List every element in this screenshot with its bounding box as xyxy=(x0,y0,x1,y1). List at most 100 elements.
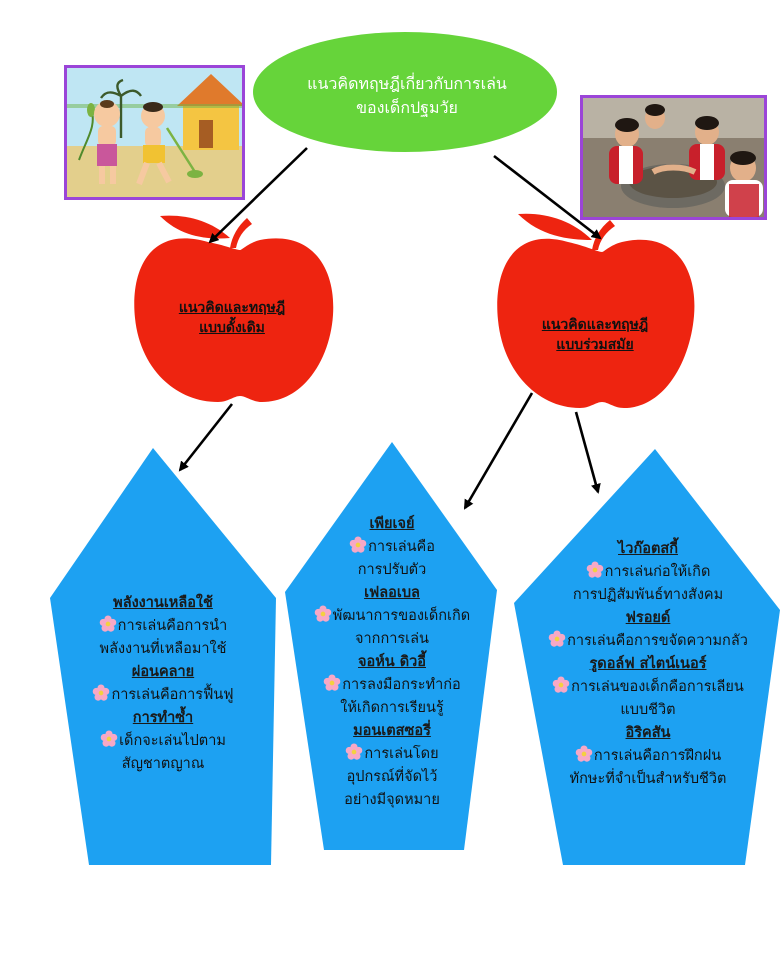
children-playing-sand-photo xyxy=(580,95,767,220)
arrow-to-left-apple xyxy=(208,147,308,244)
line-text: จากการเล่น xyxy=(355,631,429,647)
line-text: ไวก๊อตสกี้ xyxy=(618,541,678,557)
pink-flower-icon xyxy=(99,615,118,634)
pink-flower-icon xyxy=(92,684,111,703)
line-text: พลังงานเหลือใช้ xyxy=(113,595,213,611)
apple-left xyxy=(134,215,334,402)
panel-left-text: พลังงานเหลือใช้การเล่นคือการนำพลังงานที่… xyxy=(52,592,274,776)
line-text: พลังงานที่เหลือมาใช้ xyxy=(99,641,227,657)
line-text: เพียเจย์ xyxy=(369,516,415,532)
pink-flower-icon xyxy=(575,745,594,764)
pink-flower-icon xyxy=(314,605,333,624)
line-text: การเล่นคือการขจัดความกลัว xyxy=(567,633,748,649)
pink-flower-icon xyxy=(349,536,368,555)
theorist-heading: การทำซ้ำ xyxy=(52,707,274,730)
apple-left-label-line-2: แบบดั้งเดิม xyxy=(199,320,265,336)
arrow-to-left-panel xyxy=(178,403,234,472)
line-text: แบบชีวิต xyxy=(620,702,676,718)
theorist-heading: รูดอล์ฟ สไตน์เนอร์ xyxy=(520,653,776,676)
line-text: อุปกรณ์ที่จัดไว้ xyxy=(346,769,438,785)
pink-flower-icon xyxy=(100,730,119,749)
line-text: การเล่นคือการฟื้นฟู xyxy=(111,687,234,703)
pink-flower-icon xyxy=(552,676,571,695)
line-text: การทำซ้ำ xyxy=(132,710,194,726)
panel-right-text: ไวก๊อตสกี้การเล่นก่อให้เกิดการปฏิสัมพันธ… xyxy=(520,538,776,791)
line-text: อิริคสัน xyxy=(625,725,671,741)
cartoon-illustration xyxy=(67,68,242,197)
theorist-heading: เพียเจย์ xyxy=(289,513,495,536)
line-text: มอนเตสซอรี่ xyxy=(353,723,431,739)
line-text: การปรับตัว xyxy=(357,562,427,578)
apple-left-label: แนวคิดและทฤษฎี แบบดั้งเดิม xyxy=(142,298,322,338)
description-line: การเล่นคือการฝึกฝน xyxy=(520,745,776,768)
description-line: พัฒนาการของเด็กเกิด xyxy=(289,605,495,628)
center-oval xyxy=(253,32,557,152)
center-title-line-2: ของเด็กปฐมวัย xyxy=(356,98,458,117)
line-text: จอห์น ดิวอี้ xyxy=(358,654,426,670)
line-text: สัญชาตญาณ xyxy=(121,756,205,772)
description-line: การปฏิสัมพันธ์ทางสังคม xyxy=(520,584,776,607)
pink-flower-icon xyxy=(345,743,364,762)
pink-flower-icon xyxy=(548,630,567,649)
theorist-heading: เฟลอเบล xyxy=(289,582,495,605)
children-photo-illustration xyxy=(583,98,764,217)
theorist-heading: อิริคสัน xyxy=(520,722,776,745)
description-line: การเล่นก่อให้เกิด xyxy=(520,561,776,584)
cartoon-children-playing-image xyxy=(64,65,245,200)
description-line: พลังงานที่เหลือมาใช้ xyxy=(52,638,274,661)
line-text: รูดอล์ฟ สไตน์เนอร์ xyxy=(589,656,707,672)
description-line: สัญชาตญาณ xyxy=(52,753,274,776)
description-line: เด็กจะเล่นไปตาม xyxy=(52,730,274,753)
line-text: เด็กจะเล่นไปตาม xyxy=(119,733,226,749)
line-text: เฟลอเบล xyxy=(364,585,420,601)
theorist-heading: ไวก๊อตสกี้ xyxy=(520,538,776,561)
line-text: พัฒนาการของเด็กเกิด xyxy=(332,608,471,624)
line-text: การเล่นคือการนำ xyxy=(117,618,228,634)
line-text: อย่างมีจุดหมาย xyxy=(344,792,440,808)
description-line: การเล่นของเด็กคือการเลียน xyxy=(520,676,776,699)
arrow-to-right-apple xyxy=(493,154,602,240)
description-line: การเล่นโดย xyxy=(289,743,495,766)
center-title-line-1: แนวคิดทฤษฎีเกี่ยวกับการเล่น xyxy=(307,74,507,93)
description-line: ทักษะที่จำเป็นสำหรับชีวิต xyxy=(520,768,776,791)
pink-flower-icon xyxy=(586,561,605,580)
theorist-heading: มอนเตสซอรี่ xyxy=(289,720,495,743)
line-text: ผ่อนคลาย xyxy=(131,664,195,680)
description-line: การปรับตัว xyxy=(289,559,495,582)
line-text: การลงมือกระทำก่อ xyxy=(342,677,461,693)
description-line: ให้เกิดการเรียนรู้ xyxy=(289,697,495,720)
apple-right-label-line-2: แบบร่วมสมัย xyxy=(556,337,634,353)
apple-right xyxy=(497,213,695,408)
theorist-heading: พลังงานเหลือใช้ xyxy=(52,592,274,615)
description-line: อุปกรณ์ที่จัดไว้ xyxy=(289,766,495,789)
panel-middle-text: เพียเจย์การเล่นคือการปรับตัวเฟลอเบลพัฒนา… xyxy=(289,513,495,812)
description-line: การเล่นคือการขจัดความกลัว xyxy=(520,630,776,653)
apple-right-label-line-1: แนวคิดและทฤษฎี xyxy=(541,317,649,333)
arrow-to-right-panel xyxy=(574,411,601,494)
theorist-heading: ฟรอยด์ xyxy=(520,607,776,630)
description-line: จากการเล่น xyxy=(289,628,495,651)
panel-left-shape xyxy=(50,448,276,865)
line-text: ให้เกิดการเรียนรู้ xyxy=(340,700,444,716)
line-text: การเล่นของเด็กคือการเลียน xyxy=(571,679,744,695)
description-line: การเล่นคือการนำ xyxy=(52,615,274,638)
arrow-to-middle-panel xyxy=(463,392,534,510)
line-text: การเล่นคือการฝึกฝน xyxy=(593,748,722,764)
line-text: การเล่นคือ xyxy=(368,539,435,555)
line-text: การเล่นโดย xyxy=(364,746,439,762)
description-line: การลงมือกระทำก่อ xyxy=(289,674,495,697)
pink-flower-icon xyxy=(323,674,342,693)
theorist-heading: จอห์น ดิวอี้ xyxy=(289,651,495,674)
description-line: การเล่นคือการฟื้นฟู xyxy=(52,684,274,707)
line-text: ฟรอยด์ xyxy=(625,610,671,626)
theorist-heading: ผ่อนคลาย xyxy=(52,661,274,684)
panel-middle-shape xyxy=(285,442,497,850)
line-text: ทักษะที่จำเป็นสำหรับชีวิต xyxy=(569,771,727,787)
line-text: การปฏิสัมพันธ์ทางสังคม xyxy=(572,587,724,603)
description-line: อย่างมีจุดหมาย xyxy=(289,789,495,812)
apple-left-label-line-1: แนวคิดและทฤษฎี xyxy=(178,300,286,316)
center-title: แนวคิดทฤษฎีเกี่ยวกับการเล่น ของเด็กปฐมวั… xyxy=(262,72,552,120)
description-line: แบบชีวิต xyxy=(520,699,776,722)
description-line: การเล่นคือ xyxy=(289,536,495,559)
apple-right-label: แนวคิดและทฤษฎี แบบร่วมสมัย xyxy=(505,315,685,355)
